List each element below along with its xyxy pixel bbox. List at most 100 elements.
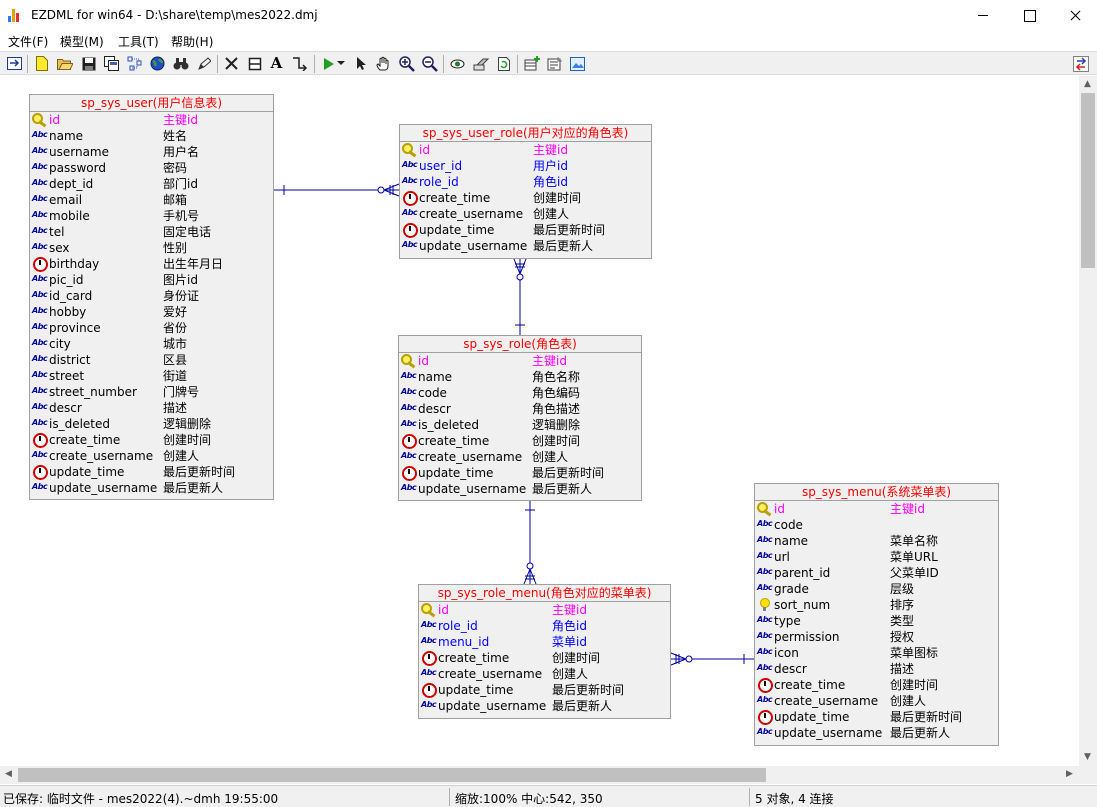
open-icon[interactable]	[56, 55, 73, 72]
select-pointer-icon[interactable]	[352, 55, 369, 72]
pan-hand-icon[interactable]	[375, 55, 392, 72]
switch-icon[interactable]	[1072, 55, 1089, 72]
layout-icon[interactable]	[126, 55, 143, 72]
zoom-out-icon[interactable]	[421, 55, 438, 72]
text-icon[interactable]: A	[270, 54, 283, 72]
vertical-scroll-thumb[interactable]	[1081, 93, 1095, 268]
add-table-icon[interactable]	[523, 55, 540, 72]
properties-icon[interactable]	[546, 55, 563, 72]
view-icon[interactable]	[449, 55, 466, 72]
edit-icon[interactable]	[195, 55, 212, 72]
scroll-up-icon[interactable]: ▲	[1084, 79, 1091, 89]
horizontal-scroll-thumb[interactable]	[18, 768, 766, 782]
export-icon[interactable]	[472, 55, 489, 72]
scroll-down-icon[interactable]: ▼	[1084, 752, 1091, 762]
save-icon[interactable]	[80, 55, 97, 72]
new-icon[interactable]	[33, 55, 50, 72]
model-tree-icon[interactable]	[6, 55, 23, 72]
link-role-to-role-menu[interactable]	[523, 501, 537, 585]
minimize-button[interactable]	[960, 0, 1006, 31]
refresh-icon[interactable]	[495, 55, 512, 72]
menu-model[interactable]: 模型(M)	[60, 35, 104, 49]
link-menu-to-role-menu[interactable]	[670, 652, 754, 666]
link-user-to-user-role[interactable]	[274, 183, 400, 197]
dropdown-icon[interactable]	[336, 55, 346, 72]
delete-icon[interactable]	[223, 55, 240, 72]
menu-file[interactable]: 文件(F)	[8, 35, 49, 49]
scroll-left-icon[interactable]: ◀	[5, 769, 12, 779]
find-icon[interactable]	[172, 55, 189, 72]
link-role-to-user-role[interactable]	[513, 258, 527, 335]
menu-help[interactable]: 帮助(H)	[171, 35, 214, 49]
maximize-button[interactable]	[1006, 0, 1052, 31]
scroll-right-icon[interactable]: ▶	[1066, 769, 1073, 779]
zoom-in-icon[interactable]	[398, 55, 415, 72]
globe-icon[interactable]	[149, 55, 166, 72]
image-icon[interactable]	[569, 55, 586, 72]
link-icon[interactable]	[291, 55, 308, 72]
run-icon[interactable]	[320, 55, 337, 72]
